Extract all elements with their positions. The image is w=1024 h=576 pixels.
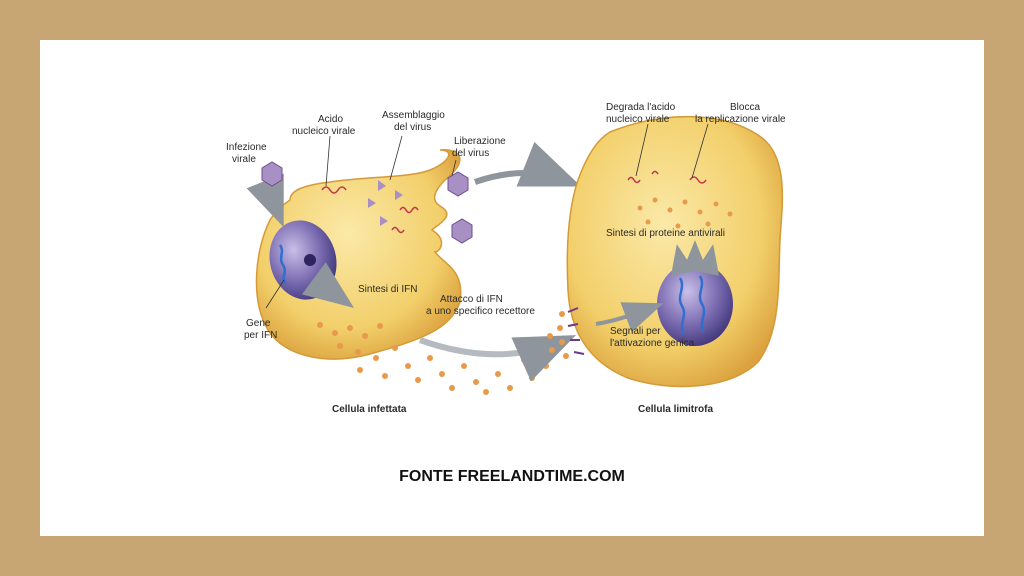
svg-text:la replicazione virale: la replicazione virale <box>695 114 786 125</box>
neighbour-cell-nucleus <box>657 262 733 346</box>
svg-text:Assemblaggio: Assemblaggio <box>382 110 445 121</box>
label-segnali-attivazione: Segnali per l'attivazione genica <box>610 326 695 349</box>
svg-text:Segnali per: Segnali per <box>610 326 661 337</box>
label-sintesi-ifn: Sintesi di IFN <box>358 284 417 295</box>
label-gene-ifn: Gene per IFN <box>244 318 277 341</box>
svg-text:Blocca: Blocca <box>730 102 760 113</box>
protein-synthesis-arrow <box>695 244 720 276</box>
svg-text:Degrada l'acido: Degrada l'acido <box>606 102 676 113</box>
label-cellula-infettata: Cellula infettata <box>332 404 407 415</box>
svg-text:Attacco di IFN: Attacco di IFN <box>440 294 503 305</box>
ifn-molecules-left <box>317 322 549 395</box>
capsid-fragment <box>395 190 403 200</box>
infected-cell-nucleolus <box>304 254 316 266</box>
label-attacco-ifn: Attacco di IFN a uno specifico recettore <box>426 294 535 317</box>
svg-text:l'attivazione genica: l'attivazione genica <box>610 338 695 349</box>
antiviral-proteins <box>637 197 733 229</box>
activated-gene-strand <box>698 275 706 333</box>
virus-particle <box>447 171 469 197</box>
svg-text:del virus: del virus <box>452 148 489 159</box>
degraded-nucleic-acid <box>627 176 641 184</box>
viral-nucleic-acid <box>399 206 419 214</box>
virus-release-arrow <box>474 141 582 187</box>
activated-gene-strand <box>678 277 686 335</box>
label-acido-nucleico: Acido nucleico virale <box>292 114 356 137</box>
label-cellula-limitrofa: Cellula limitrofa <box>638 404 713 415</box>
svg-text:Liberazione: Liberazione <box>454 136 506 147</box>
capsid-fragment <box>378 180 386 191</box>
ifn-molecules-bound <box>547 311 569 359</box>
protein-synthesis-arrow <box>670 244 695 276</box>
viral-nucleic-acid <box>391 226 405 234</box>
entry-arrow <box>246 173 284 228</box>
label-sintesi-proteine: Sintesi di proteine antivirali <box>606 228 725 239</box>
content-card: Infezione virale Acido nucleico virale A… <box>40 40 984 536</box>
svg-text:del virus: del virus <box>394 122 431 133</box>
label-blocca-replicazione: Blocca la replicazione virale <box>695 102 786 125</box>
virus-particle <box>261 161 283 187</box>
leader-lines <box>265 123 709 309</box>
ifn-gene-strand <box>278 244 287 285</box>
label-assemblaggio: Assemblaggio del virus <box>382 110 445 133</box>
virus-particle <box>451 218 473 244</box>
activation-signal-arrow <box>595 302 664 333</box>
source-caption: FONTE FREELANDTIME.COM <box>399 468 625 485</box>
ifn-gene-arrow <box>301 262 355 308</box>
ifn-travel-arrow <box>418 335 576 382</box>
svg-text:a uno specifico recettore: a uno specifico recettore <box>426 306 535 317</box>
capsid-fragment <box>380 216 388 226</box>
svg-text:nucleico virale: nucleico virale <box>606 114 670 125</box>
interferon-diagram: Infezione virale Acido nucleico virale A… <box>226 102 786 415</box>
degraded-nucleic-acid <box>651 170 659 175</box>
label-liberazione: Liberazione del virus <box>452 136 506 159</box>
label-infezione-virale: Infezione virale <box>226 142 267 165</box>
svg-text:virale: virale <box>232 154 256 165</box>
svg-text:nucleico virale: nucleico virale <box>292 126 356 137</box>
capsid-fragment <box>368 198 376 208</box>
svg-text:Infezione: Infezione <box>226 142 267 153</box>
label-degrada-acido: Degrada l'acido nucleico virale <box>606 102 676 125</box>
ifn-receptors <box>567 307 585 355</box>
viral-nucleic-acid <box>321 186 347 194</box>
svg-text:Acido: Acido <box>318 114 343 125</box>
svg-text:per IFN: per IFN <box>244 330 277 341</box>
svg-text:Gene: Gene <box>246 318 271 329</box>
